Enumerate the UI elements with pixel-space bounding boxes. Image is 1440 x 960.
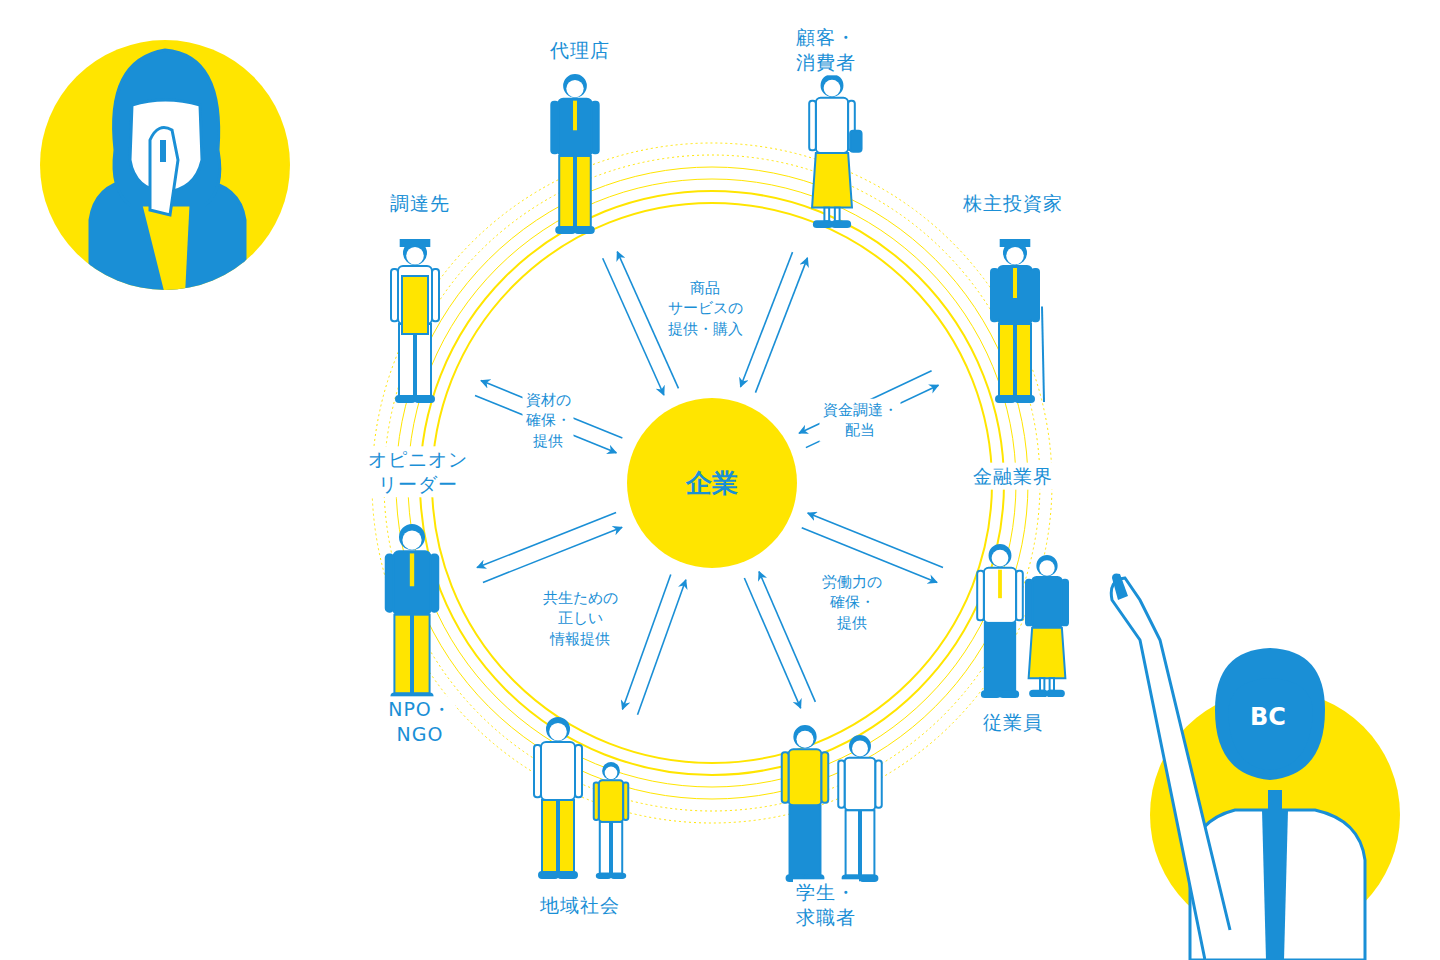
- person-figure: [1026, 556, 1068, 696]
- person-figure: [386, 525, 439, 700]
- people-figures: [386, 75, 1068, 881]
- stakeholder-name: 従業員: [980, 709, 1046, 736]
- person-figure: [594, 763, 629, 878]
- ring: [396, 167, 1028, 799]
- ring: [384, 155, 1040, 811]
- ring: [432, 203, 992, 763]
- node-label: 企業: [686, 466, 738, 501]
- outward-arrow: [755, 258, 807, 393]
- stakeholder-name: NPO・NGO: [385, 696, 455, 747]
- ring: [372, 143, 1052, 823]
- inward-arrow: [741, 252, 793, 387]
- person-figure: [838, 736, 882, 881]
- person-figure: [391, 240, 439, 402]
- inward-arrow: [759, 572, 815, 702]
- person-figure: [991, 240, 1044, 402]
- stakeholder-rings: [372, 143, 1052, 823]
- person-figure: [551, 75, 598, 233]
- company-circle: 企業: [627, 398, 797, 568]
- stakeholder-name: 調達先: [387, 190, 453, 217]
- stakeholder-name: 株主投資家: [960, 190, 1066, 217]
- person-figure: [977, 545, 1023, 697]
- flow-label: 資金調達・ 配当: [820, 399, 901, 442]
- flow-label: 共生ための 正しい 情報提供: [540, 587, 621, 650]
- inward-arrow: [638, 580, 686, 715]
- stakeholder-name: 金融業界: [970, 463, 1056, 490]
- flow-label: 商品 サービスの 提供・購入: [665, 277, 746, 340]
- outward-arrow: [477, 512, 616, 567]
- pointing-person: [1111, 574, 1400, 960]
- person-figure: [809, 75, 861, 227]
- stakeholder-name: オピニオン リーダー: [365, 446, 471, 497]
- outward-arrow: [744, 578, 800, 708]
- flow-arrows: [475, 252, 943, 715]
- person-figure: [534, 718, 582, 878]
- ring: [408, 179, 1016, 787]
- person-figure: [782, 726, 829, 881]
- stakeholder-name: 学生・求職者: [793, 879, 859, 930]
- flow-label: 資材の 確保・提供: [523, 389, 574, 452]
- flow-label: 労働力の 確保・提供: [819, 571, 885, 634]
- inward-arrow: [603, 258, 664, 395]
- thinking-person: [40, 40, 290, 295]
- stakeholder-name: 代理店: [547, 37, 613, 64]
- inward-arrow: [483, 527, 622, 582]
- stakeholder-name: 顧客・消費者: [793, 24, 859, 75]
- ring: [420, 191, 1004, 775]
- stakeholder-name: 地域社会: [537, 892, 623, 919]
- badge-text: BC: [1247, 701, 1289, 734]
- inward-arrow: [808, 513, 943, 568]
- outward-arrow: [806, 385, 939, 447]
